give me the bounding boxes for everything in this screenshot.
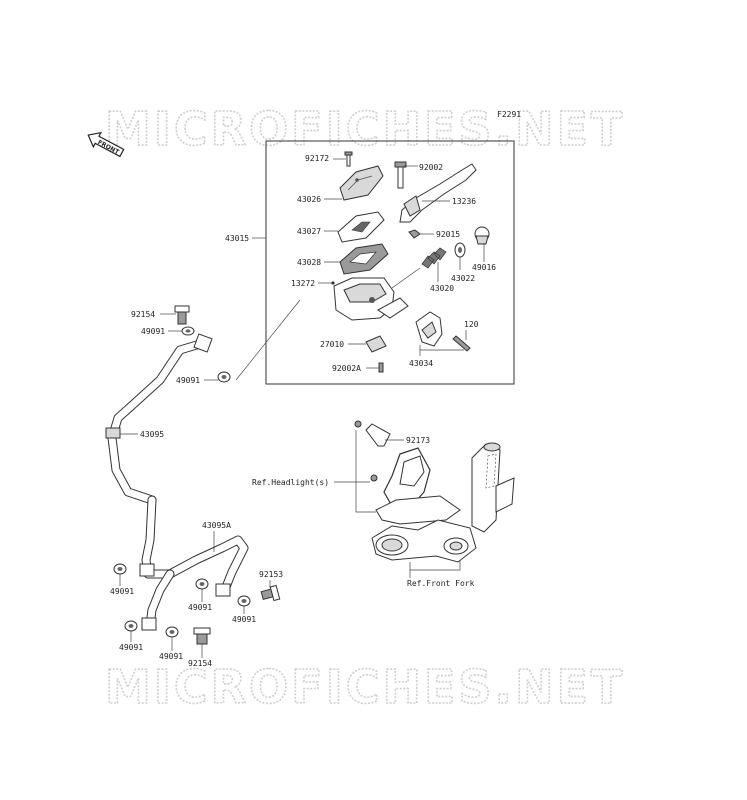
brake-hose-43095-part	[105, 333, 213, 505]
label-43022: 43022	[451, 274, 475, 283]
bolt-92153-part	[260, 580, 281, 602]
brake-lever-13236-part	[399, 163, 477, 223]
label-49091-center1: 49091	[188, 603, 212, 612]
label-13236: 13236	[452, 197, 476, 206]
clamp-43034-part	[415, 311, 464, 356]
label-92002: 92002	[419, 163, 443, 172]
washer-49091-center2-part	[165, 626, 179, 651]
label-49091-right1: 49091	[232, 615, 256, 624]
bolt-92154-top-part	[160, 305, 190, 325]
nut-92015-part	[408, 229, 434, 239]
label-92172: 92172	[305, 154, 329, 163]
label-43020: 43020	[430, 284, 454, 293]
reservoir-cover-43026-part	[324, 165, 384, 201]
brake-switch-27010-part	[348, 335, 387, 353]
diaphragm-43028-part	[324, 243, 389, 275]
label-49091-mid: 49091	[176, 376, 200, 385]
bolt-92154-bottom-part	[193, 627, 211, 658]
label-43028: 43028	[297, 258, 321, 267]
label-43095A: 43095A	[202, 521, 231, 530]
washer-49091-center1-part	[195, 578, 209, 602]
master-cylinder-body-part	[318, 277, 409, 321]
leader-box-to-hose	[235, 299, 301, 381]
label-43027: 43027	[297, 227, 321, 236]
label-43034: 43034	[409, 359, 433, 368]
diagram-code: F2291	[497, 110, 521, 119]
label-92154-top: 92154	[131, 310, 155, 319]
master-cylinder-assembly-box	[265, 140, 515, 385]
label-49091-top: 49091	[141, 327, 165, 336]
screw-92002A-part	[366, 362, 384, 373]
headlight-bracket-reference	[334, 420, 461, 525]
label-ref-front-fork: Ref.Front Fork	[407, 579, 475, 588]
washer-49091-left2-part	[124, 620, 138, 642]
label-43015: 43015	[225, 234, 249, 243]
watermark-top: MICROFICHES.NET	[105, 102, 625, 156]
label-27010: 27010	[320, 340, 344, 349]
washer-43022-part	[454, 242, 466, 270]
washer-49091-mid-part	[204, 371, 231, 383]
label-43026: 43026	[297, 195, 321, 204]
plate-43027-part	[324, 211, 385, 243]
cap-49016-part	[474, 226, 490, 262]
label-92015: 92015	[436, 230, 460, 239]
brake-hose-43095A-part	[139, 495, 249, 631]
label-13272: 13272	[291, 279, 315, 288]
label-49091-left2: 49091	[119, 643, 143, 652]
washer-49091-left1-part	[113, 563, 127, 586]
washer-49091-top-part	[168, 326, 195, 336]
label-120: 120	[464, 320, 479, 329]
washer-49091-right1-part	[237, 595, 251, 614]
label-92154-bottom: 92154	[188, 659, 212, 668]
label-92002A: 92002A	[332, 364, 361, 373]
label-92173: 92173	[406, 436, 430, 445]
label-92153: 92153	[259, 570, 283, 579]
label-49091-left1: 49091	[110, 587, 134, 596]
bolt-120-part	[452, 330, 471, 352]
piston-43020-part	[391, 247, 447, 289]
label-ref-headlight: Ref.Headlight(s)	[252, 478, 329, 487]
watermark-bottom: MICROFICHES.NET	[105, 660, 625, 714]
label-49091-center2: 49091	[159, 652, 183, 661]
front-fork-reference	[371, 442, 515, 578]
screw-92172-part	[333, 151, 353, 167]
label-49016: 49016	[472, 263, 496, 272]
bolt-92002-part	[394, 161, 418, 189]
label-43095: 43095	[140, 430, 164, 439]
